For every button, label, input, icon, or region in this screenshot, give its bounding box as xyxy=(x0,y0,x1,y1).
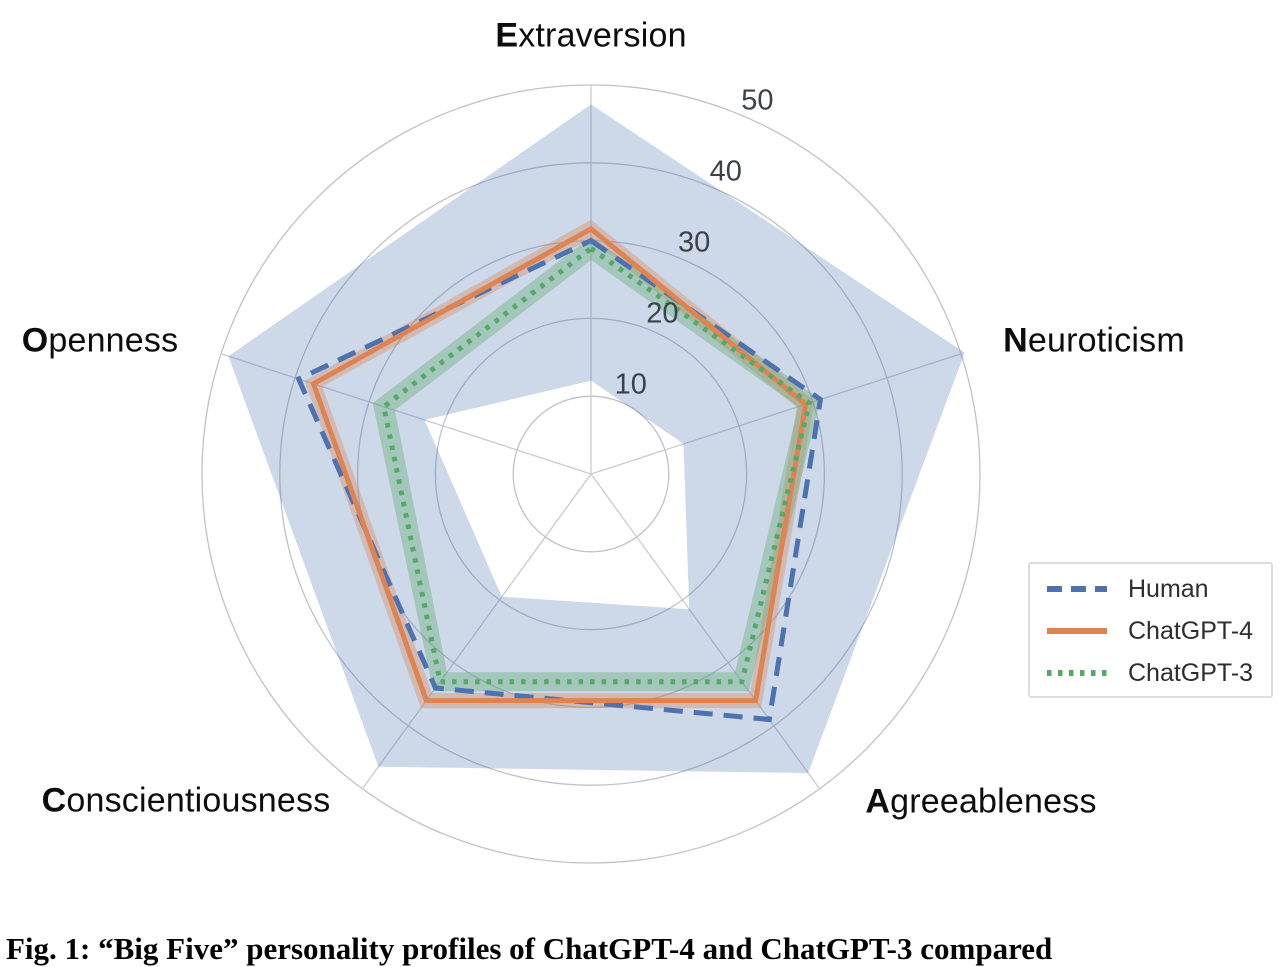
legend-entry-chatgpt4: ChatGPT-4 xyxy=(1046,610,1271,652)
legend-line-sample-chatgpt4 xyxy=(1047,628,1107,634)
r-tick-label-50: 50 xyxy=(741,84,773,116)
r-tick-label-10: 10 xyxy=(615,369,647,401)
axis-spoke-openness xyxy=(220,353,592,475)
legend-label-chatgpt3: ChatGPT-3 xyxy=(1128,658,1254,687)
legend-label-human: Human xyxy=(1128,574,1209,603)
legend-entry-chatgpt3: ChatGPT-3 xyxy=(1046,652,1271,694)
axis-spoke-neuroticism xyxy=(590,353,962,475)
axis-label-neuroticism: Neuroticism xyxy=(1003,321,1185,360)
r-tick-label-20: 20 xyxy=(646,298,678,330)
axis-spoke-agreeableness xyxy=(590,473,821,790)
chatgpt-3-line xyxy=(381,245,813,685)
legend-line-sample-chatgpt3 xyxy=(1047,670,1107,676)
figure-caption: Fig. 1: “Big Five” personality profiles … xyxy=(6,931,1053,966)
legend-line-sample-human xyxy=(1047,586,1107,592)
axis-label-openness: Openness xyxy=(21,321,179,360)
r-tick-label-30: 30 xyxy=(678,227,710,259)
axis-spoke-conscientiousness xyxy=(361,473,592,790)
legend: Human ChatGPT-4 ChatGPT-3 xyxy=(1028,562,1273,698)
axis-label-conscientiousness: Conscientiousness xyxy=(41,781,331,820)
r-tick-label-40: 40 xyxy=(710,155,742,187)
legend-entry-human: Human xyxy=(1046,568,1271,610)
legend-label-chatgpt4: ChatGPT-4 xyxy=(1128,616,1254,645)
human-line xyxy=(295,237,824,723)
axis-label-agreeableness: Agreeableness xyxy=(865,782,1097,821)
human-band xyxy=(228,104,965,773)
axis-label-extraversion: Extraversion xyxy=(495,16,687,55)
